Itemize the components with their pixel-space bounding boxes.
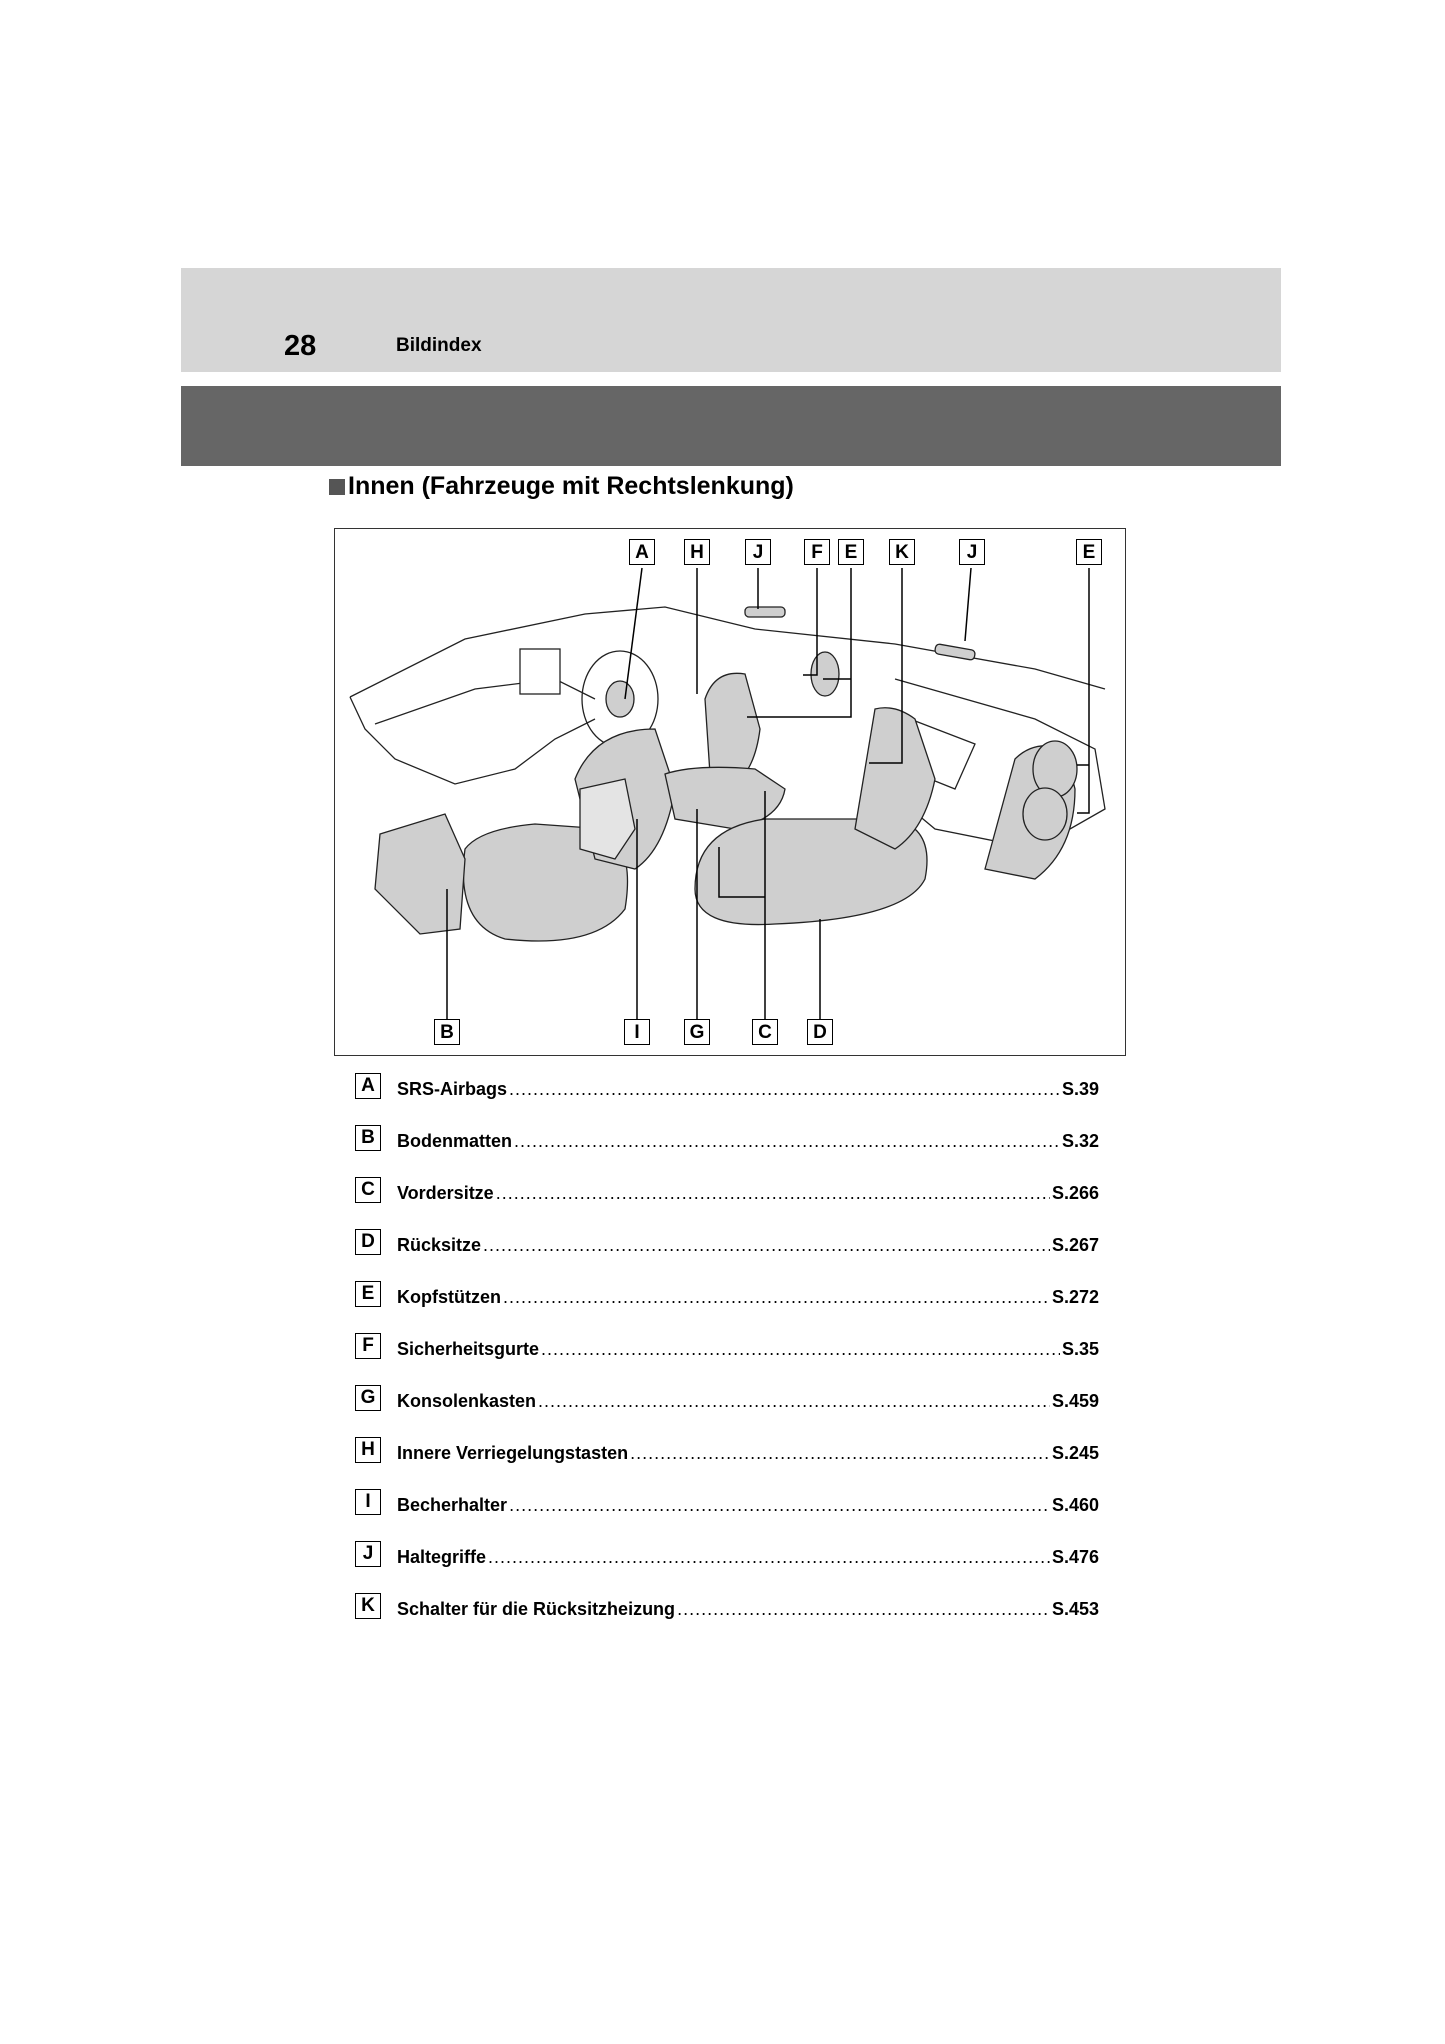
index-page-ref[interactable]: S.460 bbox=[1051, 1495, 1099, 1515]
index-label: Kopfstützen bbox=[397, 1287, 501, 1307]
index-letter: E bbox=[355, 1281, 381, 1307]
index-list: A SRS-Airbags S.39 B Bodenmatten S.32 C Vo… bbox=[355, 1073, 1099, 1645]
dot-leader bbox=[538, 1391, 1050, 1412]
index-page-ref[interactable]: S.245 bbox=[1051, 1443, 1099, 1463]
header-band bbox=[181, 386, 1281, 466]
index-label: Becherhalter bbox=[397, 1495, 508, 1515]
index-label: Schalter für die Rücksitzheizung bbox=[397, 1599, 676, 1619]
index-label: Rücksitze bbox=[397, 1235, 482, 1255]
index-letter: G bbox=[355, 1385, 381, 1411]
section-heading: Innen (Fahrzeuge mit Rechtslenkung) bbox=[329, 472, 794, 501]
index-letter: A bbox=[355, 1073, 381, 1099]
index-item[interactable]: D Rücksitze S.267 bbox=[355, 1229, 1099, 1281]
index-letter: J bbox=[355, 1541, 381, 1567]
index-letter: F bbox=[355, 1333, 381, 1359]
index-letter: K bbox=[355, 1593, 381, 1619]
figure-label-g: G bbox=[684, 1019, 710, 1045]
index-page-ref[interactable]: S.267 bbox=[1051, 1235, 1099, 1255]
index-page-ref[interactable]: S.266 bbox=[1051, 1183, 1099, 1203]
dot-leader bbox=[677, 1599, 1050, 1620]
index-letter: H bbox=[355, 1437, 381, 1463]
figure-label-j: J bbox=[745, 539, 771, 565]
index-page-ref[interactable]: S.32 bbox=[1061, 1131, 1099, 1151]
index-item[interactable]: C Vordersitze S.266 bbox=[355, 1177, 1099, 1229]
figure-label-d: D bbox=[807, 1019, 833, 1045]
figure-label-j-2: J bbox=[959, 539, 985, 565]
index-label: Vordersitze bbox=[397, 1183, 494, 1203]
dot-leader bbox=[509, 1079, 1060, 1100]
index-item[interactable]: B Bodenmatten S.32 bbox=[355, 1125, 1099, 1177]
figure-label-c: C bbox=[752, 1019, 778, 1045]
index-label: Bodenmatten bbox=[397, 1131, 513, 1151]
figure-label-b: B bbox=[434, 1019, 460, 1045]
dot-leader bbox=[488, 1547, 1050, 1568]
index-label: Haltegriffe bbox=[397, 1547, 487, 1567]
index-label: Innere Verriegelungstasten bbox=[397, 1443, 629, 1463]
index-page-ref[interactable]: S.272 bbox=[1051, 1287, 1099, 1307]
dot-leader bbox=[509, 1495, 1050, 1516]
index-letter: B bbox=[355, 1125, 381, 1151]
index-item[interactable]: A SRS-Airbags S.39 bbox=[355, 1073, 1099, 1125]
index-letter: C bbox=[355, 1177, 381, 1203]
figure-label-h: H bbox=[684, 539, 710, 565]
index-letter: I bbox=[355, 1489, 381, 1515]
chapter-title: Bildindex bbox=[396, 335, 482, 356]
figure-label-e-2: E bbox=[1076, 539, 1102, 565]
index-label: Konsolenkasten bbox=[397, 1391, 537, 1411]
car-interior-drawing bbox=[349, 567, 1106, 1029]
dot-leader bbox=[496, 1183, 1050, 1204]
figure-label-f: F bbox=[804, 539, 830, 565]
index-item[interactable]: F Sicherheitsgurte S.35 bbox=[355, 1333, 1099, 1385]
dot-leader bbox=[503, 1287, 1050, 1308]
dot-leader bbox=[630, 1443, 1050, 1464]
dot-leader bbox=[541, 1339, 1060, 1360]
index-item[interactable]: E Kopfstützen S.272 bbox=[355, 1281, 1099, 1333]
index-item[interactable]: J Haltegriffe S.476 bbox=[355, 1541, 1099, 1593]
index-item[interactable]: K Schalter für die Rücksitzheizung S.453 bbox=[355, 1593, 1099, 1645]
index-page-ref[interactable]: S.39 bbox=[1061, 1079, 1099, 1099]
dot-leader bbox=[483, 1235, 1050, 1256]
index-label: SRS-Airbags bbox=[397, 1079, 508, 1099]
figure-label-i: I bbox=[624, 1019, 650, 1045]
section-heading-text: Innen (Fahrzeuge mit Rechtslenkung) bbox=[348, 472, 794, 500]
index-item[interactable]: G Konsolenkasten S.459 bbox=[355, 1385, 1099, 1437]
index-item[interactable]: I Becherhalter S.460 bbox=[355, 1489, 1099, 1541]
index-item[interactable]: H Innere Verriegelungstasten S.245 bbox=[355, 1437, 1099, 1489]
index-page-ref[interactable]: S.476 bbox=[1051, 1547, 1099, 1567]
index-page-ref[interactable]: S.35 bbox=[1061, 1339, 1099, 1359]
page-number: 28 bbox=[284, 330, 317, 362]
square-bullet-icon bbox=[329, 478, 345, 495]
figure-label-a: A bbox=[629, 539, 655, 565]
dot-leader bbox=[514, 1131, 1060, 1152]
figure-label-k: K bbox=[889, 539, 915, 565]
figure-label-e: E bbox=[838, 539, 864, 565]
header-top-bar bbox=[181, 268, 1281, 372]
interior-illustration: A H J F E K J E B I G C D bbox=[334, 528, 1126, 1056]
index-label: Sicherheitsgurte bbox=[397, 1339, 540, 1359]
index-letter: D bbox=[355, 1229, 381, 1255]
index-page-ref[interactable]: S.453 bbox=[1051, 1599, 1099, 1619]
index-page-ref[interactable]: S.459 bbox=[1051, 1391, 1099, 1411]
